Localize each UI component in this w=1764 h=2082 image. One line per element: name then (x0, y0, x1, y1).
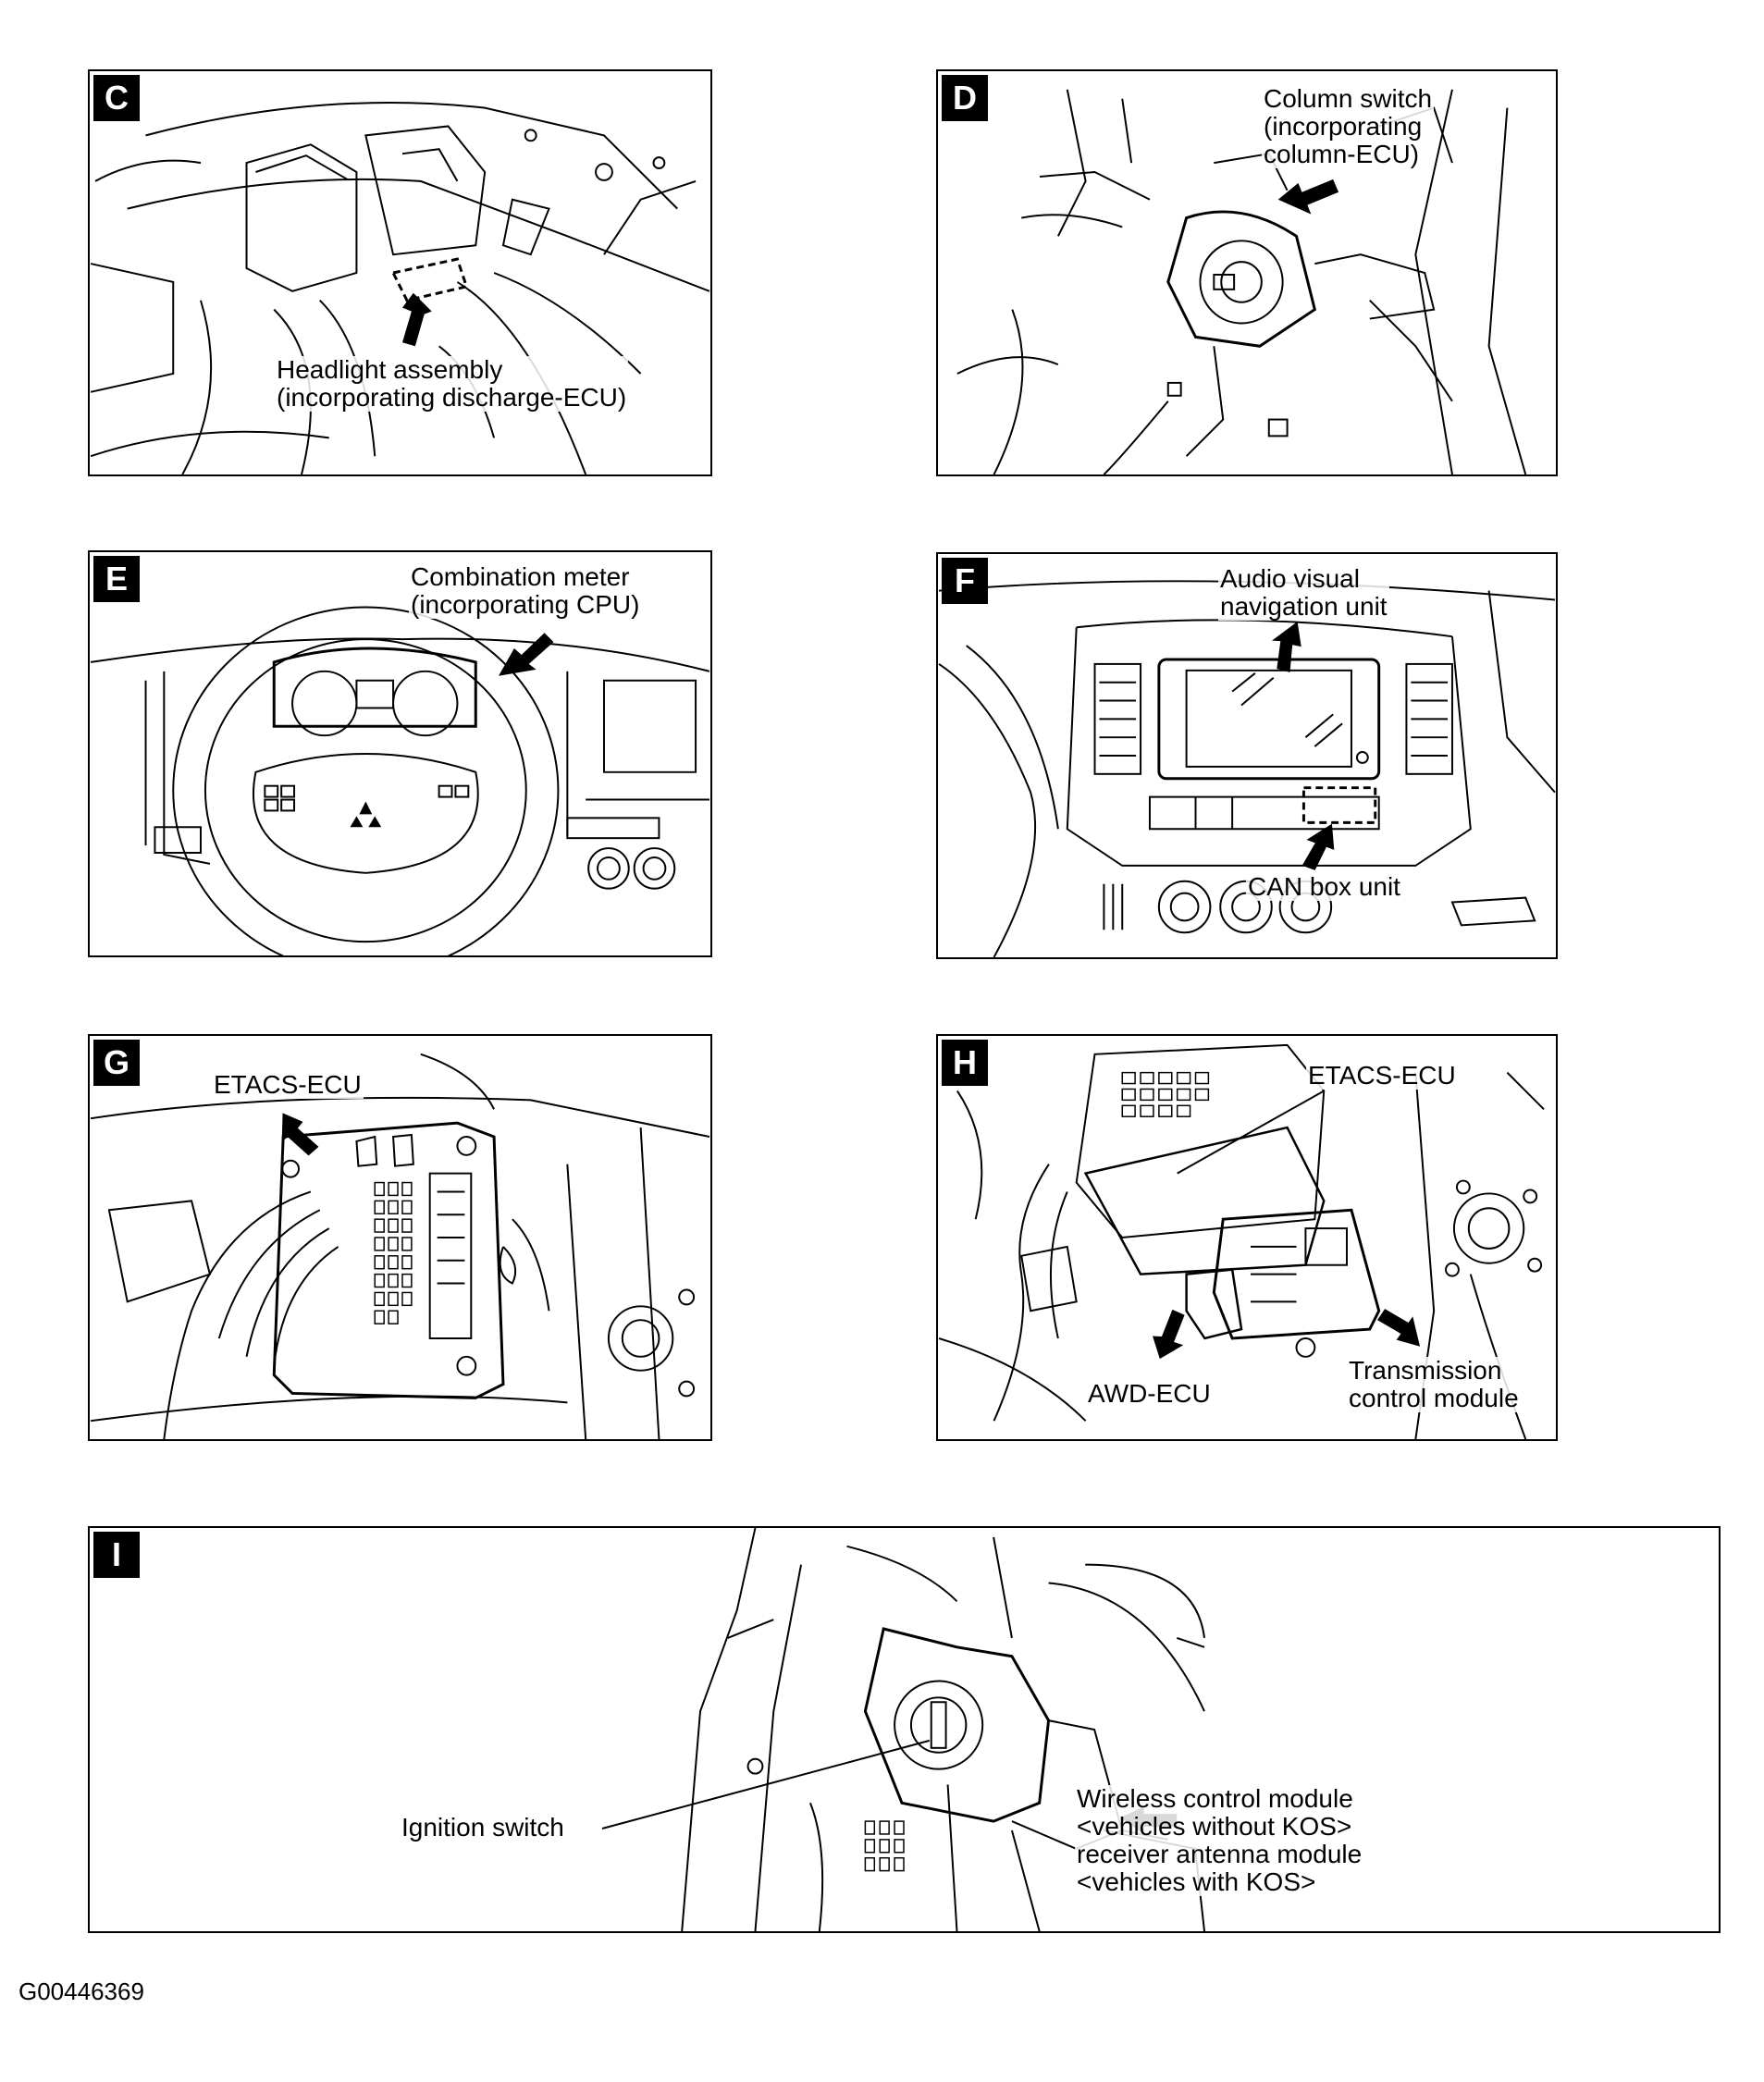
label-line: control module (1349, 1384, 1519, 1412)
awd-ecu-label: AWD-ECU (1086, 1379, 1213, 1408)
panel-e: E Combination meter (incorporating CPU (88, 550, 712, 957)
column-switch-drawing (956, 89, 1527, 474)
transmission-control-module-label: Transmission control module (1347, 1357, 1521, 1412)
label-line: Headlight assembly (277, 355, 503, 384)
ignition-switch-drawing (601, 1528, 1206, 1931)
combination-meter-drawing (90, 606, 710, 955)
panel-letter-d: D (942, 75, 988, 121)
panel-c: C Headlight assembly (incorporating disc… (88, 69, 712, 476)
panel-f: F Audio visual navigation unit CAN box (936, 552, 1558, 959)
h-etacs-ecu-label: ETACS-ECU (1306, 1061, 1458, 1090)
label-line: Combination meter (411, 562, 630, 591)
label-line: (incorporating CPU) (411, 590, 640, 619)
label-line: <vehicles without KOS> (1077, 1812, 1352, 1841)
panel-letter-g: G (93, 1040, 140, 1086)
headlight-assembly-label: Headlight assembly (incorporating discha… (275, 355, 629, 412)
audio-visual-navigation-label: Audio visual navigation unit (1218, 565, 1389, 621)
panel-g: G (88, 1034, 712, 1441)
column-switch-label: Column switch (incorporating column-ECU) (1262, 84, 1435, 168)
label-line: Column switch (1264, 84, 1433, 113)
panel-letter-e: E (93, 556, 140, 602)
label-line: Wireless control module (1077, 1784, 1353, 1813)
label-line: (incorporating discharge-ECU) (277, 383, 627, 412)
label-line: receiver antenna module (1077, 1840, 1363, 1868)
label-line: column-ECU) (1264, 140, 1420, 168)
panel-h: H ETACS-ECU Transmission contr (936, 1034, 1558, 1441)
label-line: Audio visual (1220, 564, 1360, 593)
transmission-awd-drawing (938, 1043, 1545, 1439)
ignition-switch-label: Ignition switch (400, 1813, 566, 1842)
panel-letter-c: C (93, 75, 140, 121)
etacs-ecu-drawing (90, 1053, 710, 1439)
can-box-unit-label: CAN box unit (1246, 872, 1402, 901)
etacs-ecu-label: ETACS-ECU (212, 1070, 364, 1099)
figure-code: G00446369 (19, 1977, 144, 2005)
panel-letter-f: F (942, 558, 988, 604)
panel-i: I Ignition switch Wireless control modul… (88, 1526, 1721, 1933)
panel-letter-h: H (942, 1040, 988, 1086)
label-line: (incorporating (1264, 112, 1423, 141)
panel-letter-i: I (93, 1532, 140, 1578)
label-line: <vehicles with KOS> (1077, 1867, 1316, 1896)
label-line: Transmission (1349, 1356, 1502, 1385)
combination-meter-label: Combination meter (incorporating CPU) (409, 562, 642, 619)
panel-d: D Column switch (incorporating column-EC… (936, 69, 1558, 476)
wireless-control-module-label: Wireless control module <vehicles withou… (1075, 1784, 1364, 1896)
label-line: navigation unit (1220, 592, 1388, 621)
headlight-area-drawing (90, 101, 710, 474)
